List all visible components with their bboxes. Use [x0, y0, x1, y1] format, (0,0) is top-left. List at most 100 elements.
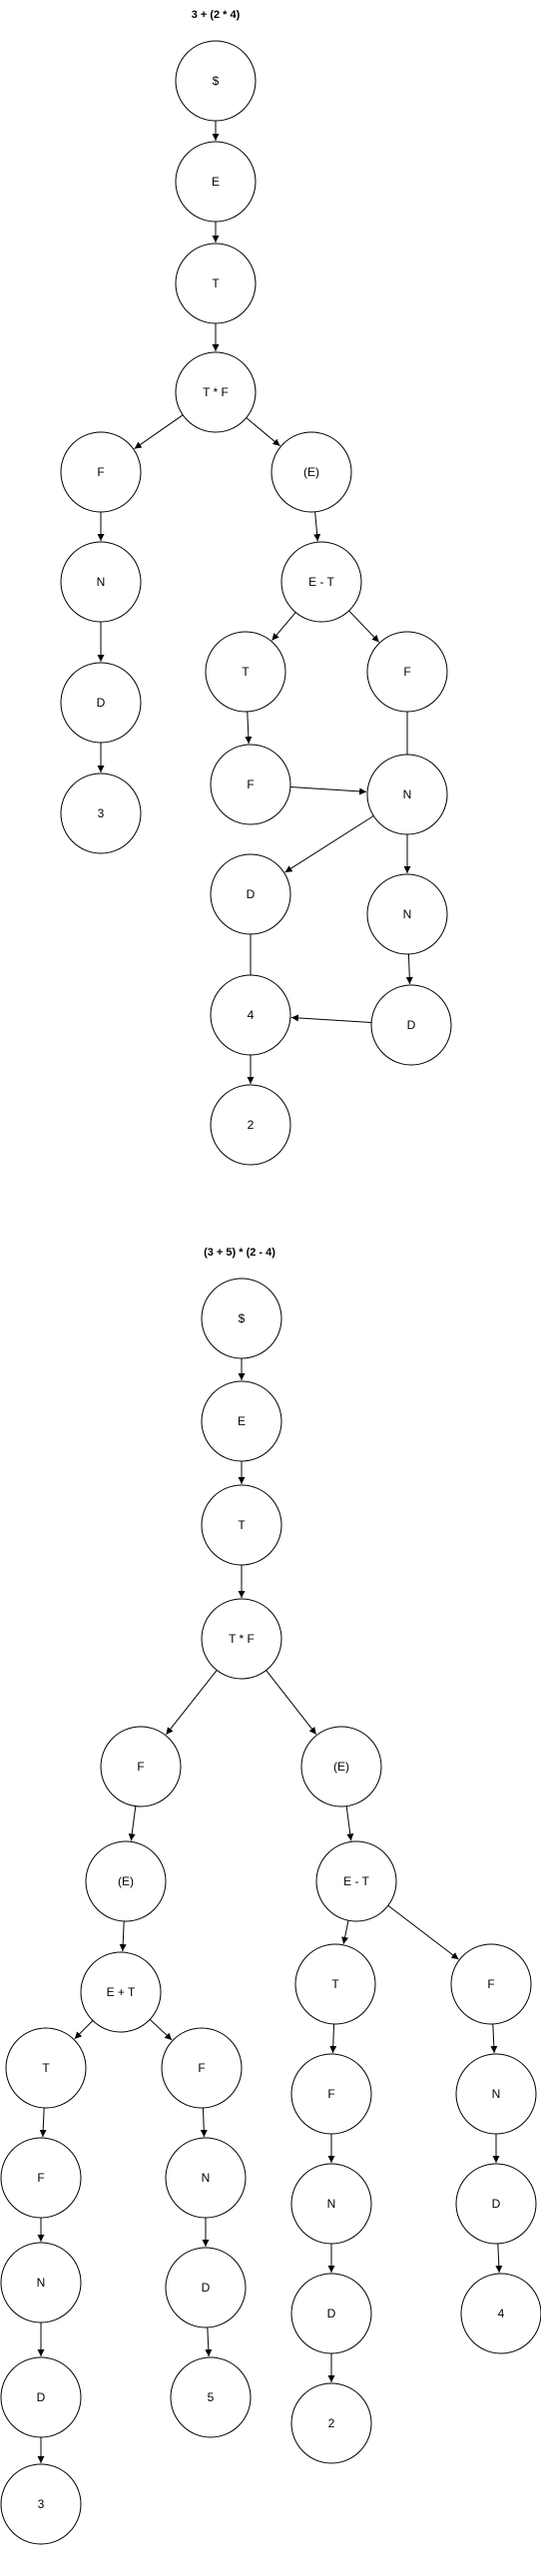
tree-node-circle — [60, 773, 142, 854]
tree-node-label: N — [37, 2276, 46, 2290]
tree-node-label: F — [327, 2087, 334, 2101]
tree-node: F — [60, 431, 142, 513]
tree-node-circle — [280, 541, 362, 623]
tree-node-circle — [290, 2382, 372, 2464]
tree-node-circle — [201, 1278, 282, 1359]
tree-node-circle — [100, 1726, 182, 1807]
tree-node-label: D — [37, 2390, 46, 2404]
tree-node: T — [201, 1484, 282, 1566]
tree-node: D — [290, 2273, 372, 2354]
tree-node: N — [60, 541, 142, 623]
tree-node-circle — [270, 431, 352, 513]
tree-node-circle — [290, 2163, 372, 2245]
tree-node-circle — [290, 2053, 372, 2135]
tree-node: 2 — [290, 2382, 372, 2464]
tree-edge-arrow — [119, 1920, 127, 1952]
tree-edge-arrow — [74, 2020, 94, 2040]
tree-node-circle — [300, 1726, 382, 1807]
tree-node-label: D — [492, 2197, 501, 2211]
tree-node-circle — [0, 2242, 82, 2323]
tree-node: N — [165, 2137, 247, 2219]
tree-edge-arrow — [329, 2023, 337, 2054]
tree-node-circle — [0, 2137, 82, 2219]
tree-node-label: 3 — [38, 2497, 45, 2511]
tree-node-label: F — [247, 777, 254, 791]
tree-node: D — [165, 2247, 247, 2328]
tree-node-circle — [366, 631, 448, 713]
tree-node-circle — [450, 1943, 532, 2025]
tree-node: N — [0, 2242, 82, 2323]
tree-node-circle — [0, 2463, 82, 2545]
tree-edge-arrow — [345, 1805, 354, 1841]
tree-node-label: T — [212, 276, 220, 290]
tree-node-label: E + T — [107, 1985, 136, 1999]
tree-node-circle — [5, 2027, 87, 2109]
tree-edge-arrow — [495, 2243, 503, 2274]
tree-node: E + T — [80, 1951, 162, 2033]
tree-node-circle — [175, 141, 257, 223]
tree-node-label: 4 — [248, 1008, 255, 1022]
tree-node: F — [100, 1726, 182, 1807]
tree-edge-arrow — [284, 815, 374, 873]
tree-edge-arrow — [405, 953, 413, 985]
tree-node-circle — [201, 1484, 282, 1566]
tree-node: E — [201, 1380, 282, 1462]
tree-node: T — [175, 243, 257, 324]
tree-node: $ — [175, 40, 257, 122]
tree-node-label: F — [198, 2061, 205, 2075]
tree-node-label: (E) — [303, 465, 319, 479]
tree-edge-arrow — [149, 2019, 173, 2041]
tree-node: D — [370, 984, 452, 1066]
tree-node-circle — [294, 1943, 376, 2025]
tree-edge-arrow — [200, 2107, 208, 2138]
tree-node: (E) — [270, 431, 352, 513]
tree-edge-arrow — [166, 1670, 218, 1736]
tree-node: D — [210, 853, 291, 935]
tree-node-circle — [60, 431, 142, 513]
tree-node: T — [294, 1943, 376, 2025]
tree-node-circle — [0, 2356, 82, 2438]
tree-node-circle — [210, 1084, 291, 1166]
tree-edge-arrow — [348, 610, 380, 643]
tree-node: 4 — [210, 974, 291, 1056]
tree-node-label: N — [97, 575, 106, 589]
tree-node: E - T — [280, 541, 362, 623]
tree-node: 3 — [60, 773, 142, 854]
tree-node: F — [450, 1943, 532, 2025]
tree-edge-arrow — [245, 711, 253, 745]
tree-node: N — [366, 873, 448, 955]
tree-node-label: T — [242, 665, 250, 679]
tree-node: 3 — [0, 2463, 82, 2545]
tree-node-label: N — [492, 2087, 501, 2101]
tree-node: F — [366, 631, 448, 713]
tree-edge-arrow — [490, 2023, 498, 2054]
tree-node-label: 3 — [98, 806, 105, 820]
tree-node-circle — [315, 1840, 397, 1922]
tree-node-circle — [170, 2356, 252, 2438]
tree-node-label: 5 — [208, 2390, 215, 2404]
diagram-title: 3 + (2 * 4) — [192, 9, 241, 21]
tree-node-label: E — [212, 175, 220, 189]
tree-node-label: D — [247, 887, 256, 901]
tree-node-label: F — [403, 665, 410, 679]
tree-node: 5 — [170, 2356, 252, 2438]
tree-edge-arrow — [341, 1920, 349, 1944]
tree-edge-arrow — [205, 2326, 213, 2357]
tree-node: D — [0, 2356, 82, 2438]
tree-node-circle — [290, 2273, 372, 2354]
tree-edge-arrow — [39, 2107, 47, 2138]
tree-node-label: (E) — [333, 1760, 349, 1774]
tree-node-label: F — [137, 1760, 144, 1774]
tree-node: (E) — [300, 1726, 382, 1807]
tree-node-circle — [370, 984, 452, 1066]
tree-node-circle — [175, 243, 257, 324]
tree-node-label: F — [487, 1977, 494, 1991]
tree-node: N — [366, 754, 448, 835]
tree-node-circle — [60, 541, 142, 623]
tree-node: T * F — [175, 351, 257, 433]
tree-node: E — [175, 141, 257, 223]
tree-node-circle — [201, 1598, 282, 1680]
tree-node: N — [290, 2163, 372, 2245]
tree-node-label: 4 — [498, 2307, 505, 2320]
